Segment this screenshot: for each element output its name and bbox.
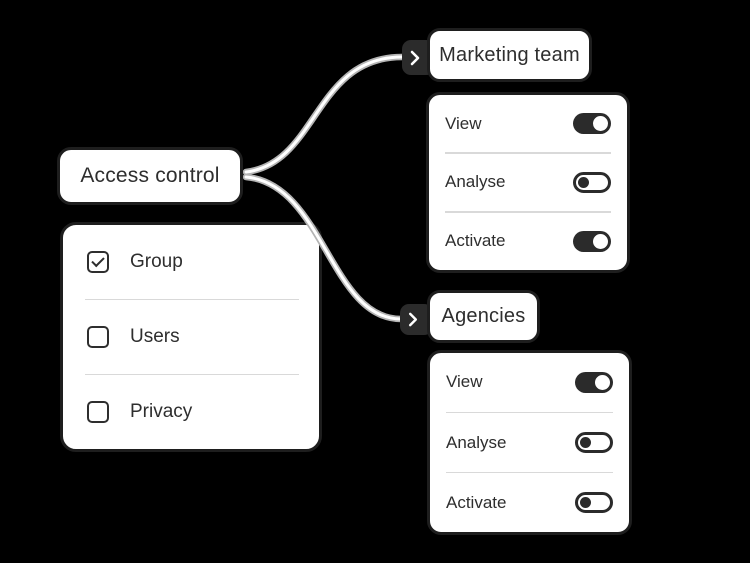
permission-label: Analyse (445, 172, 506, 192)
divider (445, 152, 611, 154)
access-control-node[interactable]: Access control (57, 147, 243, 205)
toggle-knob (578, 176, 589, 188)
permission-label: Analyse (446, 432, 507, 452)
access-control-label: Access control (80, 164, 220, 187)
toggle-knob (593, 116, 608, 132)
checkbox-group[interactable] (87, 250, 109, 273)
permissions-panel-marketing: View Analyse Activate (426, 92, 630, 273)
permission-row-view: View (429, 95, 627, 152)
toggle-analyse[interactable] (573, 171, 611, 193)
permissions-panel-agencies: View Analyse Activate (427, 350, 632, 535)
toggle-analyse[interactable] (575, 432, 613, 453)
divider (85, 298, 299, 301)
agencies-node[interactable]: Agencies (427, 290, 540, 343)
option-label-users: Users (130, 326, 180, 347)
option-row-users: Users (63, 300, 319, 374)
agencies-label: Agencies (441, 305, 526, 327)
checkbox-privacy[interactable] (87, 401, 109, 424)
permission-row-analyse: Analyse (429, 154, 627, 211)
marketing-team-node[interactable]: Marketing team (427, 28, 592, 82)
permission-label: Activate (445, 231, 506, 251)
permission-label: View (445, 113, 482, 133)
permission-row-view: View (430, 353, 629, 412)
permission-row-activate: Activate (429, 213, 627, 270)
toggle-activate[interactable] (575, 492, 613, 514)
connector-to-marketing (242, 53, 406, 176)
option-label-privacy: Privacy (130, 401, 193, 423)
connector-to-agencies (242, 173, 405, 323)
toggle-knob (580, 437, 591, 448)
option-row-group: Group (63, 225, 319, 299)
permission-row-analyse: Analyse (430, 413, 629, 472)
options-panel: Group Users Privacy (60, 222, 322, 452)
permission-row-activate: Activate (430, 473, 629, 532)
checkbox-users[interactable] (87, 326, 109, 348)
marketing-team-label: Marketing team (439, 43, 580, 66)
toggle-view[interactable] (573, 113, 611, 135)
divider (85, 373, 299, 376)
toggle-view[interactable] (575, 371, 613, 393)
permission-label: Activate (446, 492, 507, 512)
permission-label: View (446, 372, 483, 392)
divider (445, 211, 611, 213)
option-row-privacy: Privacy (63, 375, 319, 449)
toggle-knob (593, 233, 608, 249)
chevron-right-icon (408, 312, 418, 327)
toggle-knob (580, 497, 591, 509)
toggle-activate[interactable] (573, 230, 611, 252)
option-label-group: Group (130, 250, 183, 272)
toggle-knob (595, 374, 610, 390)
chevron-right-icon (410, 50, 420, 65)
divider (446, 411, 613, 414)
divider (446, 471, 613, 474)
